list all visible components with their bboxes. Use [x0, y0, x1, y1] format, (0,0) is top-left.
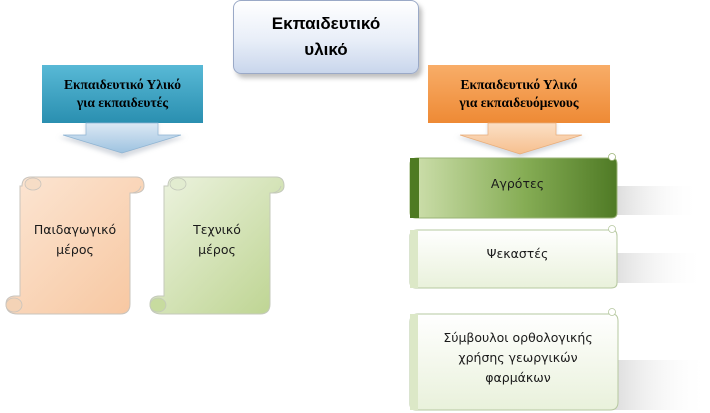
right-heading-line1: Εκπαιδευτικό Υλικό — [460, 77, 578, 92]
right-heading-line2: για εκπαιδευόμενους — [459, 95, 579, 110]
band-symvouloi — [409, 308, 619, 411]
scroll-green-text: Τεχνικό μέρος — [164, 200, 270, 280]
item-technical-line1: Τεχνικό — [193, 222, 241, 237]
item-pedagogical-line1: Παιδαγωγικό — [33, 222, 117, 237]
title-text: Εκπαιδευτικό υλικό — [272, 11, 380, 63]
item-technical-line2: μέρος — [198, 242, 236, 257]
item-psekastes: Ψεκαστές — [486, 246, 549, 261]
band-shadow-3 — [612, 360, 708, 410]
item-symvouloi-line1: Σύμβουλοι ορθολογικής — [443, 330, 593, 345]
title-line2: υλικό — [304, 40, 348, 59]
band-shadow-1 — [615, 186, 700, 215]
left-heading-line2: για εκπαιδευτές — [76, 95, 169, 110]
right-callout-shape — [428, 65, 610, 158]
item-pedagogical-line2: μέρος — [56, 242, 94, 257]
item-symvouloi-line2: χρήσης γεωργικών — [458, 350, 578, 365]
scroll-peach-text: Παιδαγωγικό μέρος — [20, 200, 130, 280]
item-agrotes: Αγρότες — [490, 176, 545, 191]
right-heading: Εκπαιδευτικό Υλικό για εκπαιδευόμενους — [428, 65, 610, 123]
scroll-peach — [5, 176, 145, 315]
item-symvouloi-line3: φαρμάκων — [485, 370, 551, 385]
left-callout-shape — [42, 65, 203, 158]
band-psekastes — [409, 225, 618, 289]
title-line1: Εκπαιδευτικό — [271, 14, 381, 33]
band-agrotes — [409, 153, 618, 219]
band-psekastes-text: Ψεκαστές — [418, 230, 617, 278]
band-symvouloi-text: Σύμβουλοι ορθολογικής χρήσης γεωργικών φ… — [418, 318, 618, 398]
left-heading: Εκπαιδευτικό Υλικό για εκπαιδευτές — [42, 65, 203, 123]
left-heading-line1: Εκπαιδευτικό Υλικό — [64, 77, 181, 92]
scroll-green — [149, 176, 285, 315]
band-agrotes-text: Αγρότες — [418, 158, 617, 210]
band-shadow-2 — [612, 253, 705, 283]
title-box: Εκπαιδευτικό υλικό — [233, 0, 419, 74]
